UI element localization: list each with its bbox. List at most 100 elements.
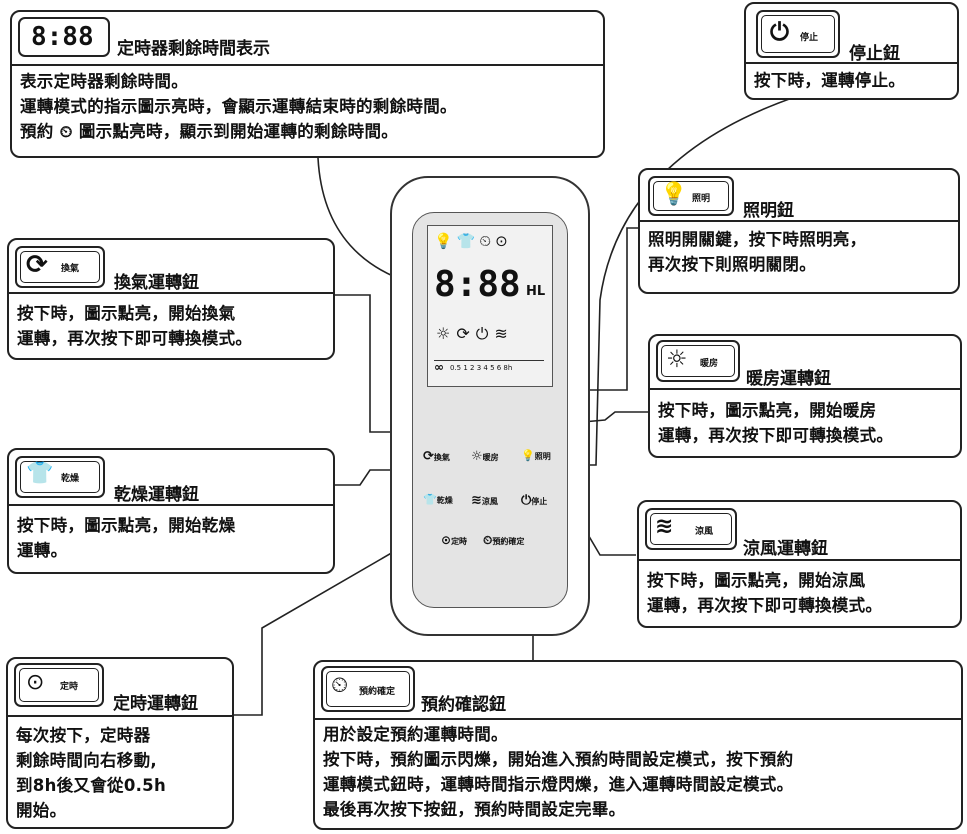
remote-shirt-icon: 👕	[423, 493, 437, 506]
cool-body: 按下時，圖示點亮，開始涼風 運轉，再次按下即可轉換模式。	[647, 568, 954, 618]
lcd-top-icons: 💡👕⏲⊙	[434, 232, 512, 250]
timer-body: 每次按下，定時器 剩餘時間向右移動, 到8h後又會從0.5h 開始。	[16, 723, 226, 823]
cool-line-1: 按下時，圖示點亮，開始涼風	[647, 571, 866, 590]
lcd-wind-icon: ≋	[494, 324, 514, 343]
remote-panel: 💡👕⏲⊙ 8:88 HL ☼⟳⏻≋ ∞ 0.5 1 2 3 4 5 6 8h ⟳…	[412, 212, 568, 608]
remote-vent-button[interactable]: ⟳換氣	[423, 449, 450, 464]
remote-heat-button[interactable]: ☼暖房	[471, 449, 499, 464]
remote-stop-button[interactable]: ⏻停止	[521, 493, 548, 508]
lcd-screen: 💡👕⏲⊙ 8:88 HL ☼⟳⏻≋ ∞ 0.5 1 2 3 4 5 6 8h	[427, 225, 553, 387]
wind-icon: ≋	[655, 514, 674, 539]
remote-cool-button[interactable]: ≋涼風	[471, 493, 498, 508]
cool-title: 涼風運轉鈕	[743, 539, 828, 559]
alarm-icon: ⏲	[331, 673, 349, 698]
light-title: 照明鈕	[743, 201, 794, 221]
clock-icon: ⊙	[26, 670, 45, 695]
remote-reserve-button[interactable]: ⏲預約確定	[483, 533, 525, 547]
timer-line-2: 剩餘時間向右移動,	[16, 751, 157, 770]
cool-button-box: ≋ 涼風 涼風運轉鈕 按下時，圖示點亮，開始涼風 運轉，再次按下即可轉換模式。	[637, 500, 962, 628]
timer-icon-tag: 定時	[60, 682, 79, 692]
reserve-body: 用於設定預約運轉時間。 按下時，預約圖示閃爍，開始進入預約時間設定模式，按下預約…	[323, 722, 955, 822]
timer-line-1: 每次按下，定時器	[16, 726, 151, 745]
button-row-2: 👕乾燥 ≋涼風 ⏻停止	[423, 489, 563, 511]
light-body: 照明開關鍵，按下時照明亮， 再次按下則照明關閉。	[648, 227, 952, 277]
button-row-3: ⊙定時 ⏲預約確定	[441, 529, 561, 551]
timer-icon: ⊙ 定時	[14, 663, 104, 707]
rotate-icon: ⟳	[26, 250, 48, 280]
lcd-scale-bar	[434, 360, 544, 361]
remote-timer-button[interactable]: ⊙定時	[441, 533, 468, 547]
shirt-icon: 👕	[26, 461, 54, 486]
reserve-line-2: 按下時，預約圖示閃爍，開始進入預約時間設定模式，按下預約	[323, 750, 794, 769]
reserve-line-1: 用於設定預約運轉時間。	[323, 725, 508, 744]
lcd-alarm-icon: ⏲	[479, 232, 496, 250]
reserve-button-box: ⏲ 預約確定 預約確認鈕 用於設定預約運轉時間。 按下時，預約圖示閃爍，開始進入…	[313, 660, 963, 830]
heat-icon-tag: 暖房	[700, 359, 719, 369]
light-line-2: 再次按下則照明關閉。	[648, 255, 816, 274]
remote-controller: 💡👕⏲⊙ 8:88 HL ☼⟳⏻≋ ∞ 0.5 1 2 3 4 5 6 8h ⟳…	[390, 176, 590, 636]
remote-bulb-icon: 💡	[521, 449, 535, 462]
vent-line-1: 按下時，圖示點亮，開始換氣	[17, 304, 236, 323]
cool-icon-tag: 涼風	[695, 527, 714, 537]
vent-icon-tag: 換氣	[61, 264, 80, 274]
heat-button-box: ☼ 暖房 暖房運轉鈕 按下時，圖示點亮，開始暖房 運轉，再次按下即可轉換模式。	[648, 334, 962, 458]
stop-icon-tag: 停止	[800, 33, 819, 43]
heat-line-2: 運轉，再次按下即可轉換模式。	[658, 426, 894, 445]
remote-light-button[interactable]: 💡照明	[521, 449, 551, 462]
remote-power-icon: ⏻	[521, 493, 532, 508]
timer-display-title: 定時器剩餘時間表示	[117, 39, 270, 59]
button-row-1: ⟳換氣 ☼暖房 💡照明	[423, 445, 563, 467]
lcd-hl: HL	[526, 284, 546, 299]
timer-display-box: 8:88 定時器剩餘時間表示 表示定時器剩餘時間。 運轉模式的指示圖示亮時，會顯…	[10, 10, 605, 158]
light-icon: 💡 照明	[648, 176, 734, 216]
stop-icon: ⏻ 停止	[756, 10, 840, 58]
stop-button-box: ⏻ 停止 停止鈕 按下時，運轉停止。	[744, 2, 959, 100]
cool-icon: ≋ 涼風	[645, 508, 737, 550]
light-icon-tag: 照明	[692, 194, 711, 204]
timer-display-icon: 8:88	[18, 17, 110, 57]
heat-line-1: 按下時，圖示點亮，開始暖房	[658, 401, 877, 420]
remote-alarm-icon: ⏲	[483, 533, 493, 547]
reserve-line-4: 最後再次按下按鈕，預約時間設定完畢。	[323, 800, 626, 819]
timer-line-3: 到8h後又會從0.5h	[16, 776, 167, 795]
dry-button-box: 👕 乾燥 乾燥運轉鈕 按下時，圖示點亮，開始乾燥 運轉。	[7, 448, 335, 574]
vent-body: 按下時，圖示點亮，開始換氣 運轉，再次按下即可轉換模式。	[17, 301, 327, 351]
dry-title: 乾燥運轉鈕	[114, 485, 199, 505]
lcd-bulb-icon: 💡	[434, 232, 457, 250]
remote-sun-icon: ☼	[471, 449, 483, 464]
dry-icon: 👕 乾燥	[15, 456, 105, 498]
timer-line-4: 開始。	[16, 801, 67, 820]
timer-button-box: ⊙ 定時 定時運轉鈕 每次按下，定時器 剩餘時間向右移動, 到8h後又會從0.5…	[6, 657, 234, 829]
stop-line-1: 按下時，運轉停止。	[754, 71, 906, 90]
dry-icon-tag: 乾燥	[61, 474, 80, 484]
lcd-power-icon: ⏻	[475, 324, 495, 343]
vent-icon: ⟳ 換氣	[15, 246, 105, 288]
vent-title: 換氣運轉鈕	[114, 273, 199, 293]
heat-icon: ☼ 暖房	[656, 340, 740, 382]
remote-wind-icon: ≋	[471, 493, 482, 508]
sun-icon: ☼	[666, 345, 688, 373]
dry-body: 按下時，圖示點亮，開始乾燥 運轉。	[17, 513, 327, 563]
lcd-shirt-icon: 👕	[456, 232, 480, 250]
power-icon: ⏻	[770, 18, 789, 46]
remote-dry-button[interactable]: 👕乾燥	[423, 493, 453, 506]
timer-display-line-3: 預約 ⏲ 圖示點亮時，顯示到開始運轉的剩餘時間。	[20, 122, 399, 141]
lcd-clock-icon: ⊙	[495, 232, 512, 250]
dry-line-2: 運轉。	[17, 541, 68, 560]
reserve-icon-tag: 預約確定	[359, 687, 396, 697]
heat-body: 按下時，圖示點亮，開始暖房 運轉，再次按下即可轉換模式。	[658, 398, 954, 448]
timer-title: 定時運轉鈕	[113, 694, 198, 714]
stop-body: 按下時，運轉停止。	[754, 68, 951, 93]
lcd-scale: 0.5 1 2 3 4 5 6 8h	[450, 364, 513, 372]
stop-title: 停止鈕	[849, 44, 900, 64]
lcd-mode-icons: ☼⟳⏻≋	[436, 324, 514, 344]
timer-display-line-2: 運轉模式的指示圖示亮時，會顯示運轉結束時的剩餘時間。	[20, 97, 457, 116]
lcd-digits: 8:88	[434, 264, 521, 305]
reserve-icon: ⏲ 預約確定	[321, 666, 415, 712]
timer-display-body: 表示定時器剩餘時間。 運轉模式的指示圖示亮時，會顯示運轉結束時的剩餘時間。 預約…	[20, 69, 597, 144]
cool-line-2: 運轉，再次按下即可轉換模式。	[647, 596, 883, 615]
remote-vent-icon: ⟳	[423, 449, 434, 464]
reserve-line-3: 運轉模式鈕時，運轉時間指示燈閃爍，進入運轉時間設定模式。	[323, 775, 794, 794]
light-line-1: 照明開關鍵，按下時照明亮，	[648, 230, 867, 249]
reserve-title: 預約確認鈕	[421, 695, 506, 715]
